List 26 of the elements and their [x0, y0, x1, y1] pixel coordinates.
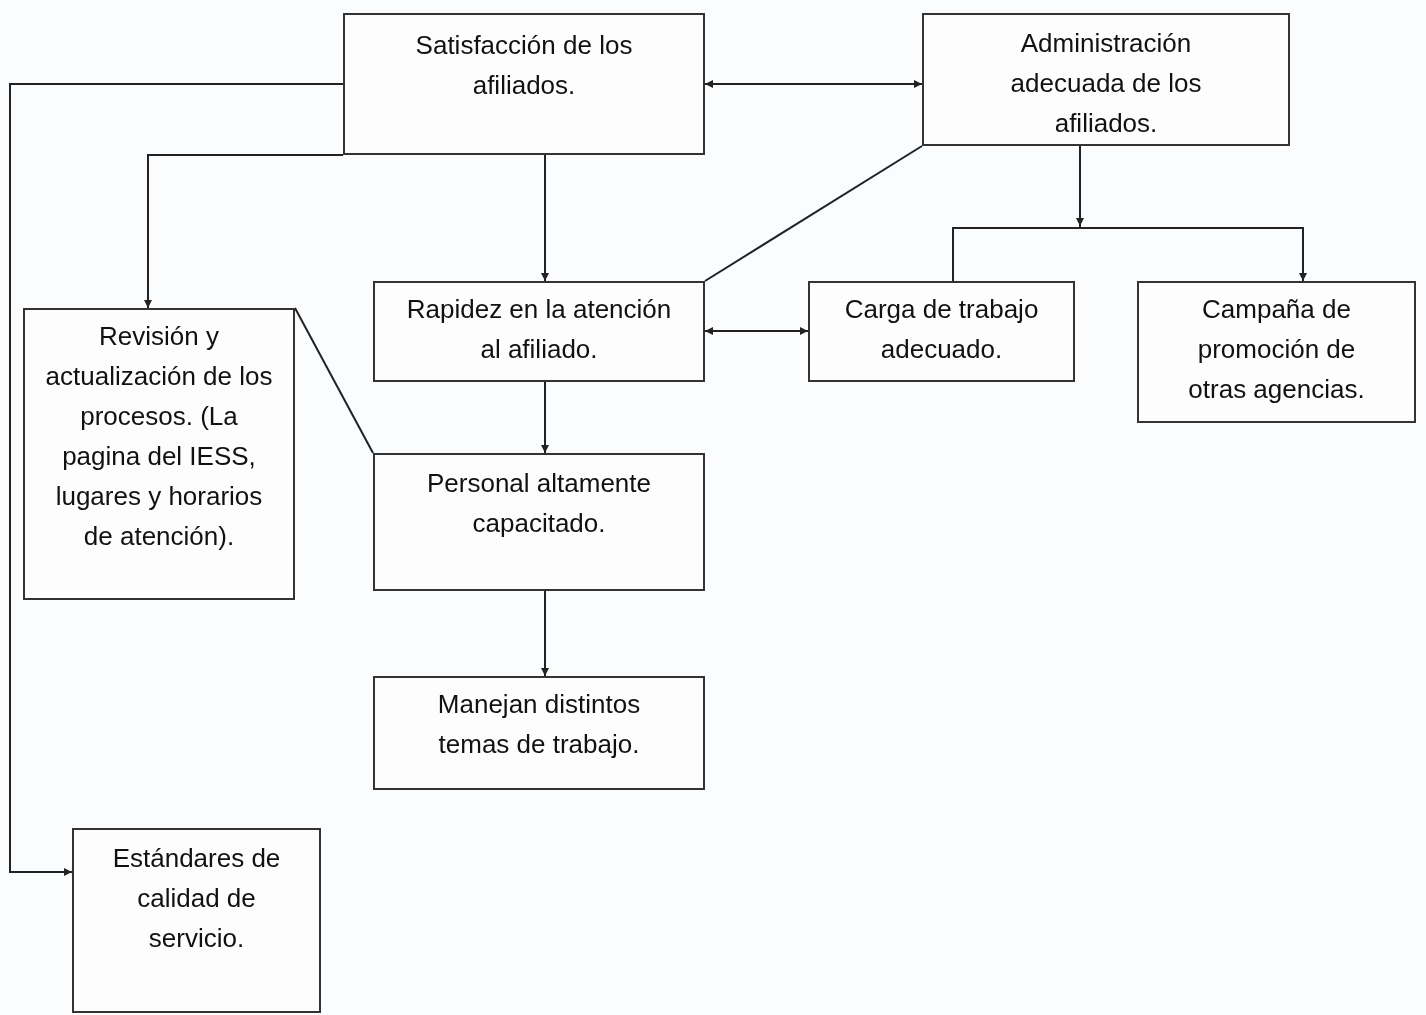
box-text: Carga de trabajo adecuado.	[843, 293, 1040, 366]
arrow	[541, 381, 549, 454]
box-text: Administración adecuada de los afiliados.	[1009, 27, 1203, 140]
arrow	[704, 80, 923, 88]
process-box	[373, 453, 705, 591]
arrow	[704, 327, 809, 335]
box-text: Manejan distintos temas de trabajo.	[436, 688, 642, 761]
arrow	[1076, 145, 1084, 227]
process-box	[1137, 281, 1416, 423]
box-text: Campaña de promoción de otras agencias.	[1187, 293, 1366, 406]
box-text: Rapidez en la atención al afiliado.	[405, 293, 673, 366]
box-text: Personal altamente capacitado.	[426, 467, 652, 540]
box-text: Revisión y actualización de los procesos. (La pagina del IESS, lugares y horarios de atención).	[44, 320, 274, 553]
process-box	[373, 676, 705, 790]
arrow	[541, 590, 549, 677]
process-box	[373, 281, 705, 382]
process-box	[808, 281, 1075, 382]
arrow	[541, 154, 549, 282]
box-text: Estándares de calidad de servicio.	[111, 842, 282, 955]
arrow	[144, 154, 344, 309]
process-box	[922, 13, 1290, 146]
box-text: Satisfacción de los afiliados.	[414, 29, 634, 102]
process-box	[72, 828, 321, 1013]
process-box	[23, 308, 295, 600]
arrow	[9, 83, 344, 876]
process-box	[343, 13, 705, 155]
